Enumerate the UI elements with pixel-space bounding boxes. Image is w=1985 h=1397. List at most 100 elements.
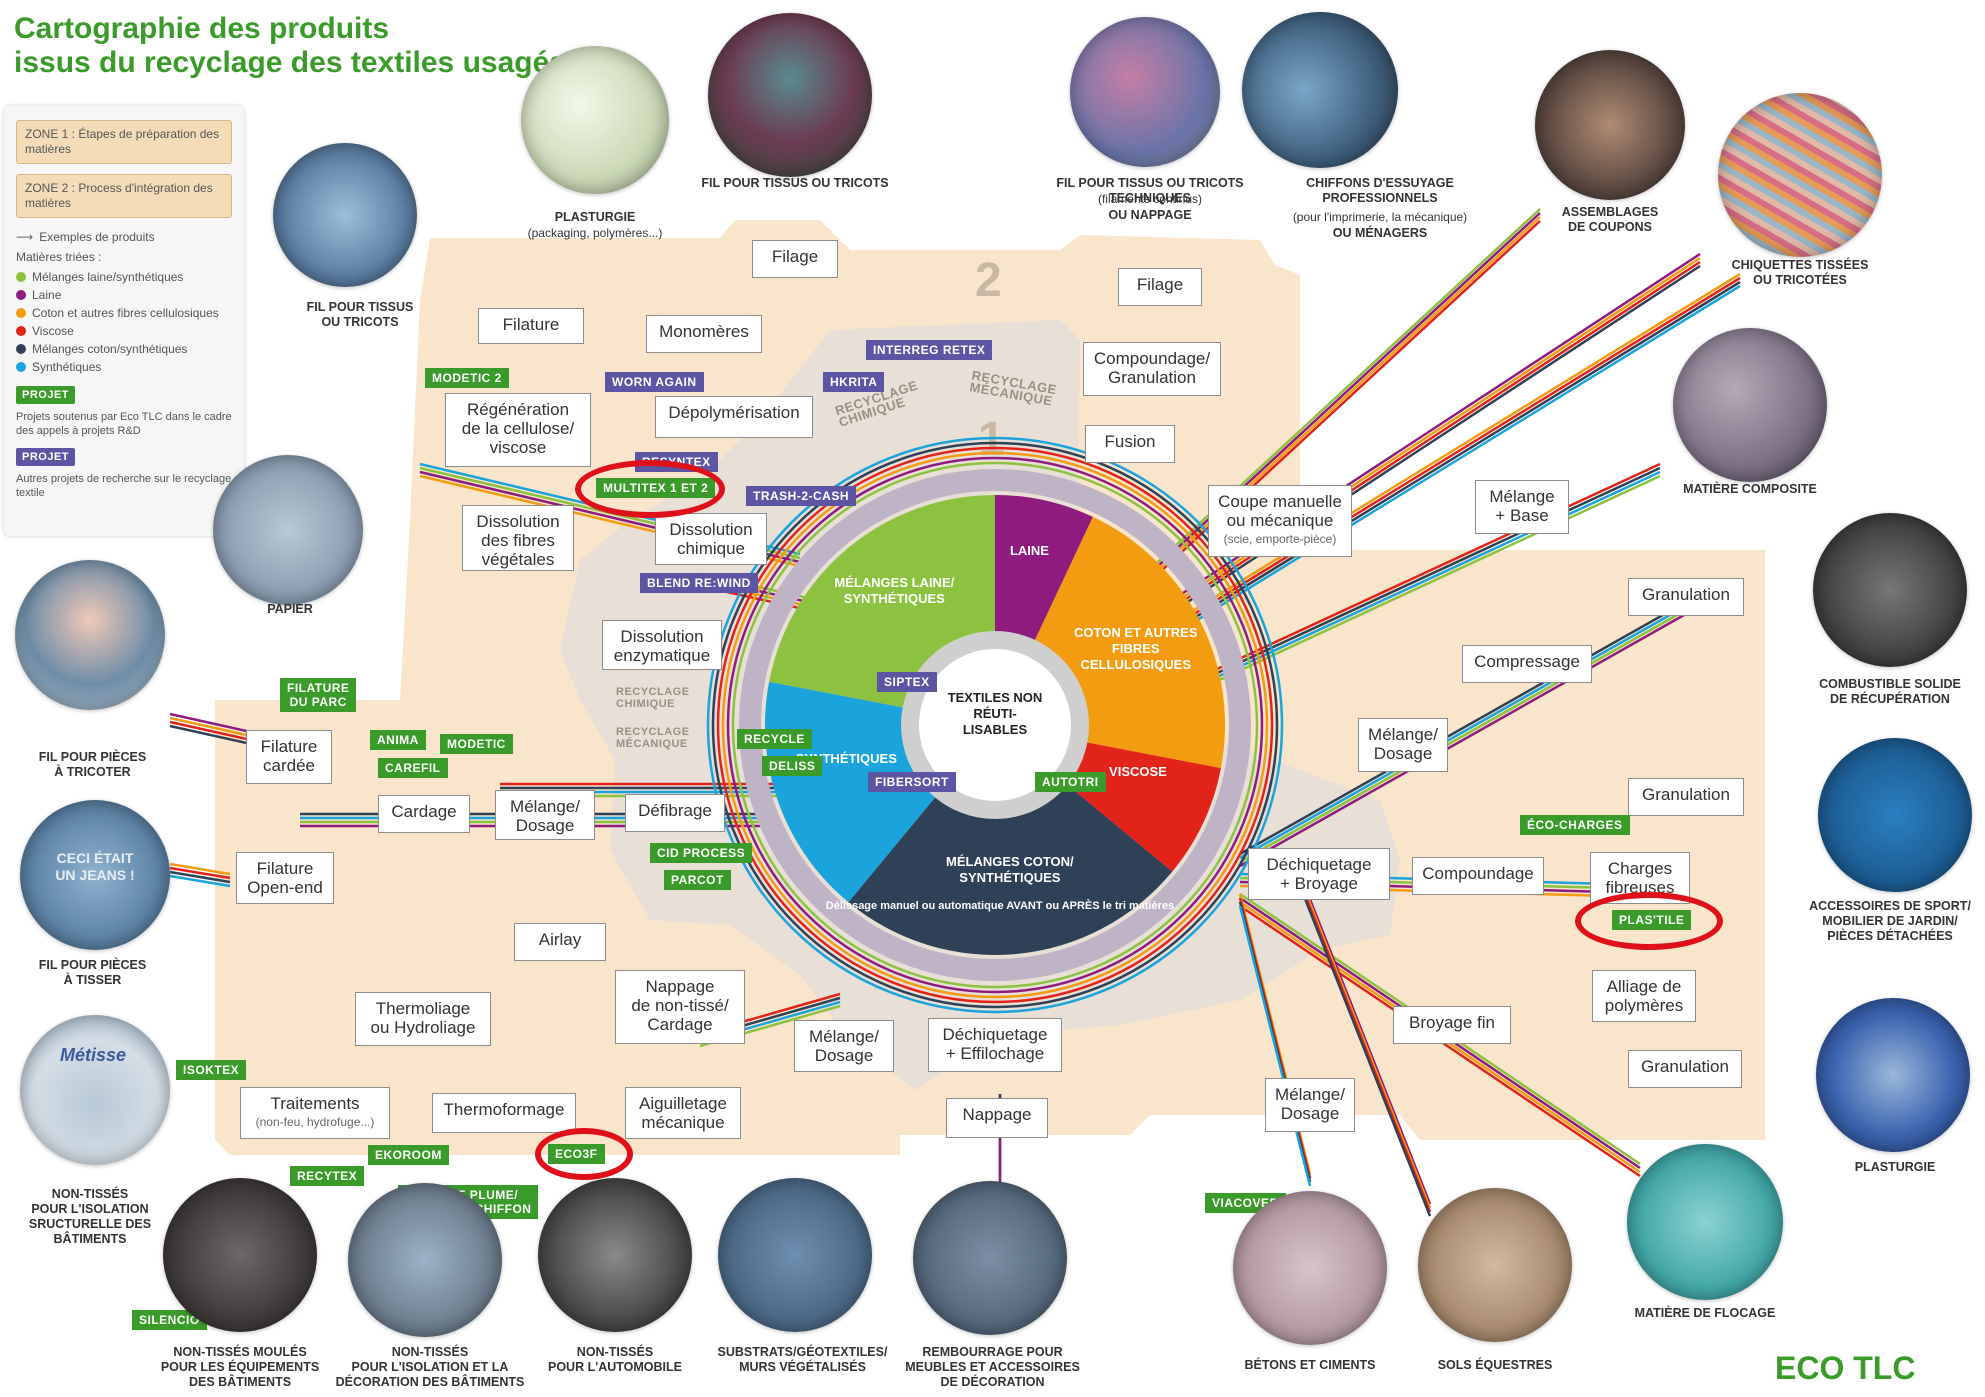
process-box-granulation3: Granulation [1628, 1050, 1742, 1088]
process-box-thermoliage: Thermoliage ou Hydroliage [355, 992, 491, 1046]
legend-material-dot [16, 272, 26, 282]
legend-material-label: Coton et autres fibres cellulosiques [32, 306, 219, 320]
photo-felt-bag [213, 455, 363, 605]
flow-line [1298, 873, 1432, 1205]
process-box-label: Filage [771, 247, 819, 266]
product-label-chiffons: CHIFFONS D'ESSUYAGE PROFESSIONNELS [1306, 176, 1454, 205]
process-box-label: Monomères [659, 322, 749, 341]
process-box-label: Granulation [1641, 1057, 1729, 1076]
process-box-label: Dissolution enzymatique [613, 627, 711, 665]
flow-line [169, 716, 261, 740]
project-tag-deliss: DELISS [762, 756, 823, 776]
process-box-nappage-nontisse: Nappage de non-tissé/ Cardage [615, 970, 745, 1044]
flow-line [169, 870, 231, 884]
process-box-filature: Filature [478, 308, 584, 344]
process-box-label: Nappage de non-tissé/ Cardage [631, 977, 729, 1034]
process-box-alliage: Alliage de polymères [1592, 970, 1696, 1022]
legend-examples-row: ⟶ Exemples de produits [16, 230, 232, 244]
process-box-regeneration: Régénération de la cellulose/ viscose [445, 393, 591, 467]
process-box-nappage: Nappage [946, 1098, 1048, 1138]
ecotlc-logo: ECO TLC [1775, 1350, 1916, 1386]
process-box-dissolution-enzymatique: Dissolution enzymatique [602, 620, 722, 670]
flow-line [169, 874, 231, 888]
process-box-label: Cardage [391, 802, 457, 821]
legend-materials-title: Matières triées : [16, 250, 102, 264]
product-sublabel-fil-techniques-sub: (filaments continus) [1097, 192, 1203, 206]
process-box-label: Mélange/ Dosage [1368, 725, 1438, 763]
photo-pellets-dark [1813, 513, 1967, 667]
product-label-fil-tricoter: FIL POUR PIÈCES À TRICOTER [38, 750, 147, 779]
legend-projet-green-row: PROJET [16, 386, 232, 404]
product-label-accessoires-sport: ACCESSOIRES DE SPORT/ MOBILIER DE JARDIN… [1809, 899, 1971, 943]
process-box-label: Broyage fin [1409, 1013, 1495, 1032]
flow-line [1239, 604, 1701, 868]
process-box-sublabel: (scie, emporte-pièce) [1223, 532, 1337, 546]
flow-line [169, 866, 231, 880]
photo-flocage [1627, 1144, 1783, 1300]
project-tag-recycle: RECYCLE [737, 729, 812, 749]
process-box-filature-cardee: Filature cardée [246, 730, 332, 784]
photo-yarn-cones [708, 13, 872, 177]
photo-woman-knit [15, 560, 165, 710]
project-tag-fibersort: FIBERSORT [868, 772, 956, 792]
process-box-filature-openend: Filature Open-end [236, 852, 334, 904]
process-box-aiguilletage: Aiguilletage mécanique [625, 1087, 741, 1139]
legend-panel: ZONE 1 : Étapes de préparation des matiè… [4, 106, 244, 536]
metisse-brand: Métisse [59, 1045, 127, 1065]
flow-line [1298, 881, 1432, 1213]
page-title: Cartographie des produits issus du recyc… [14, 12, 566, 80]
process-box-depolymerisation: Dépolymérisation [655, 396, 813, 438]
legend-material-2: Coton et autres fibres cellulosiques [16, 306, 232, 320]
photo-stuffing [913, 1181, 1067, 1335]
wheel-center-label: TEXTILES NON RÉUTI-LISABLES [947, 690, 1043, 737]
project-tag-anima: ANIMA [370, 730, 426, 750]
highlight-ring-plastile [1575, 892, 1723, 950]
left-label-recyclage-chimique: RECYCLAGE CHIMIQUE [616, 686, 690, 710]
left-label-recyclage-mecanique: RECYCLAGE MÉCANIQUE [616, 726, 690, 750]
legend-projet-green-tag: PROJET [16, 386, 76, 404]
product-label-non-tisses-isolation: NON-TISSÉS POUR L'ISOLATION SRUCTURELLE … [28, 1187, 152, 1246]
product-label-chiffons-end: OU MÉNAGERS [1332, 226, 1428, 240]
process-box-filage1: Filage [752, 240, 838, 278]
product-label-fil-techniques-end: OU NAPPAGE [1108, 208, 1192, 222]
project-tag-hkrita: HKRITA [823, 372, 885, 392]
project-tag-modetic2: MODETIC 2 [425, 368, 509, 388]
legend-material-label: Laine [32, 288, 62, 302]
zone-number-2: 2 [975, 254, 1002, 307]
photo-sport [1818, 738, 1972, 892]
process-box-label: Alliage de polymères [1604, 977, 1684, 1015]
flow-line [1298, 877, 1432, 1209]
wheel-ring-text-bottom: Délissage manuel ou automatique AVANT ou… [825, 900, 1175, 912]
project-tag-filature-parc: FILATURE DU PARC [280, 678, 357, 712]
process-box-granulation2: Granulation [1628, 778, 1744, 816]
process-box-dechiquetage-broyage: Déchiquetage + Broyage [1248, 848, 1390, 900]
project-tag-interreg: INTERREG RETEX [866, 340, 993, 360]
legend-material-dot [16, 308, 26, 318]
product-label-fil-tissus-left: FIL POUR TISSUS OU TRICOTS [306, 300, 414, 329]
process-box-label: Déchiquetage + Effilochage [942, 1025, 1048, 1063]
photo-technical-fabric [1070, 17, 1220, 167]
product-label-non-tisses-auto: NON-TISSÉS POUR L'AUTOMOBILE [548, 1345, 682, 1374]
process-box-melange-dosage-l: Mélange/ Dosage [495, 790, 595, 840]
process-box-label: Dépolymérisation [668, 403, 800, 422]
flow-line [1239, 600, 1701, 864]
photo-patchwork-pouf [1535, 50, 1685, 200]
process-box-label: Coupe manuelle ou mécanique [1218, 492, 1342, 530]
legend-projet-purple-text: Autres projets de recherche sur le recyc… [16, 473, 232, 499]
legend-material-4: Mélanges coton/synthétiques [16, 342, 232, 356]
project-tag-trash2cash: TRASH-2-CASH [746, 486, 856, 506]
jeans-bag-print: CECI ÉTAIT UN JEANS ! [55, 850, 135, 883]
process-box-label: Déchiquetage + Broyage [1266, 855, 1372, 893]
flow-line [169, 724, 261, 748]
photo-rags [1242, 12, 1398, 168]
product-label-sols: SOLS ÉQUESTRES [1437, 1358, 1553, 1372]
photo-composite [1673, 328, 1827, 482]
product-label-non-tisses-deco: NON-TISSÉS POUR L'ISOLATION ET LA DÉCORA… [335, 1345, 525, 1389]
product-label-plasturgie-top: PLASTURGIE [554, 210, 636, 224]
photo-geotextile [718, 1178, 872, 1332]
photo-blue-granules [1816, 998, 1970, 1152]
legend-material-label: Viscose [32, 324, 74, 338]
photo-concrete [1233, 1191, 1387, 1345]
flow-line [1239, 596, 1701, 860]
